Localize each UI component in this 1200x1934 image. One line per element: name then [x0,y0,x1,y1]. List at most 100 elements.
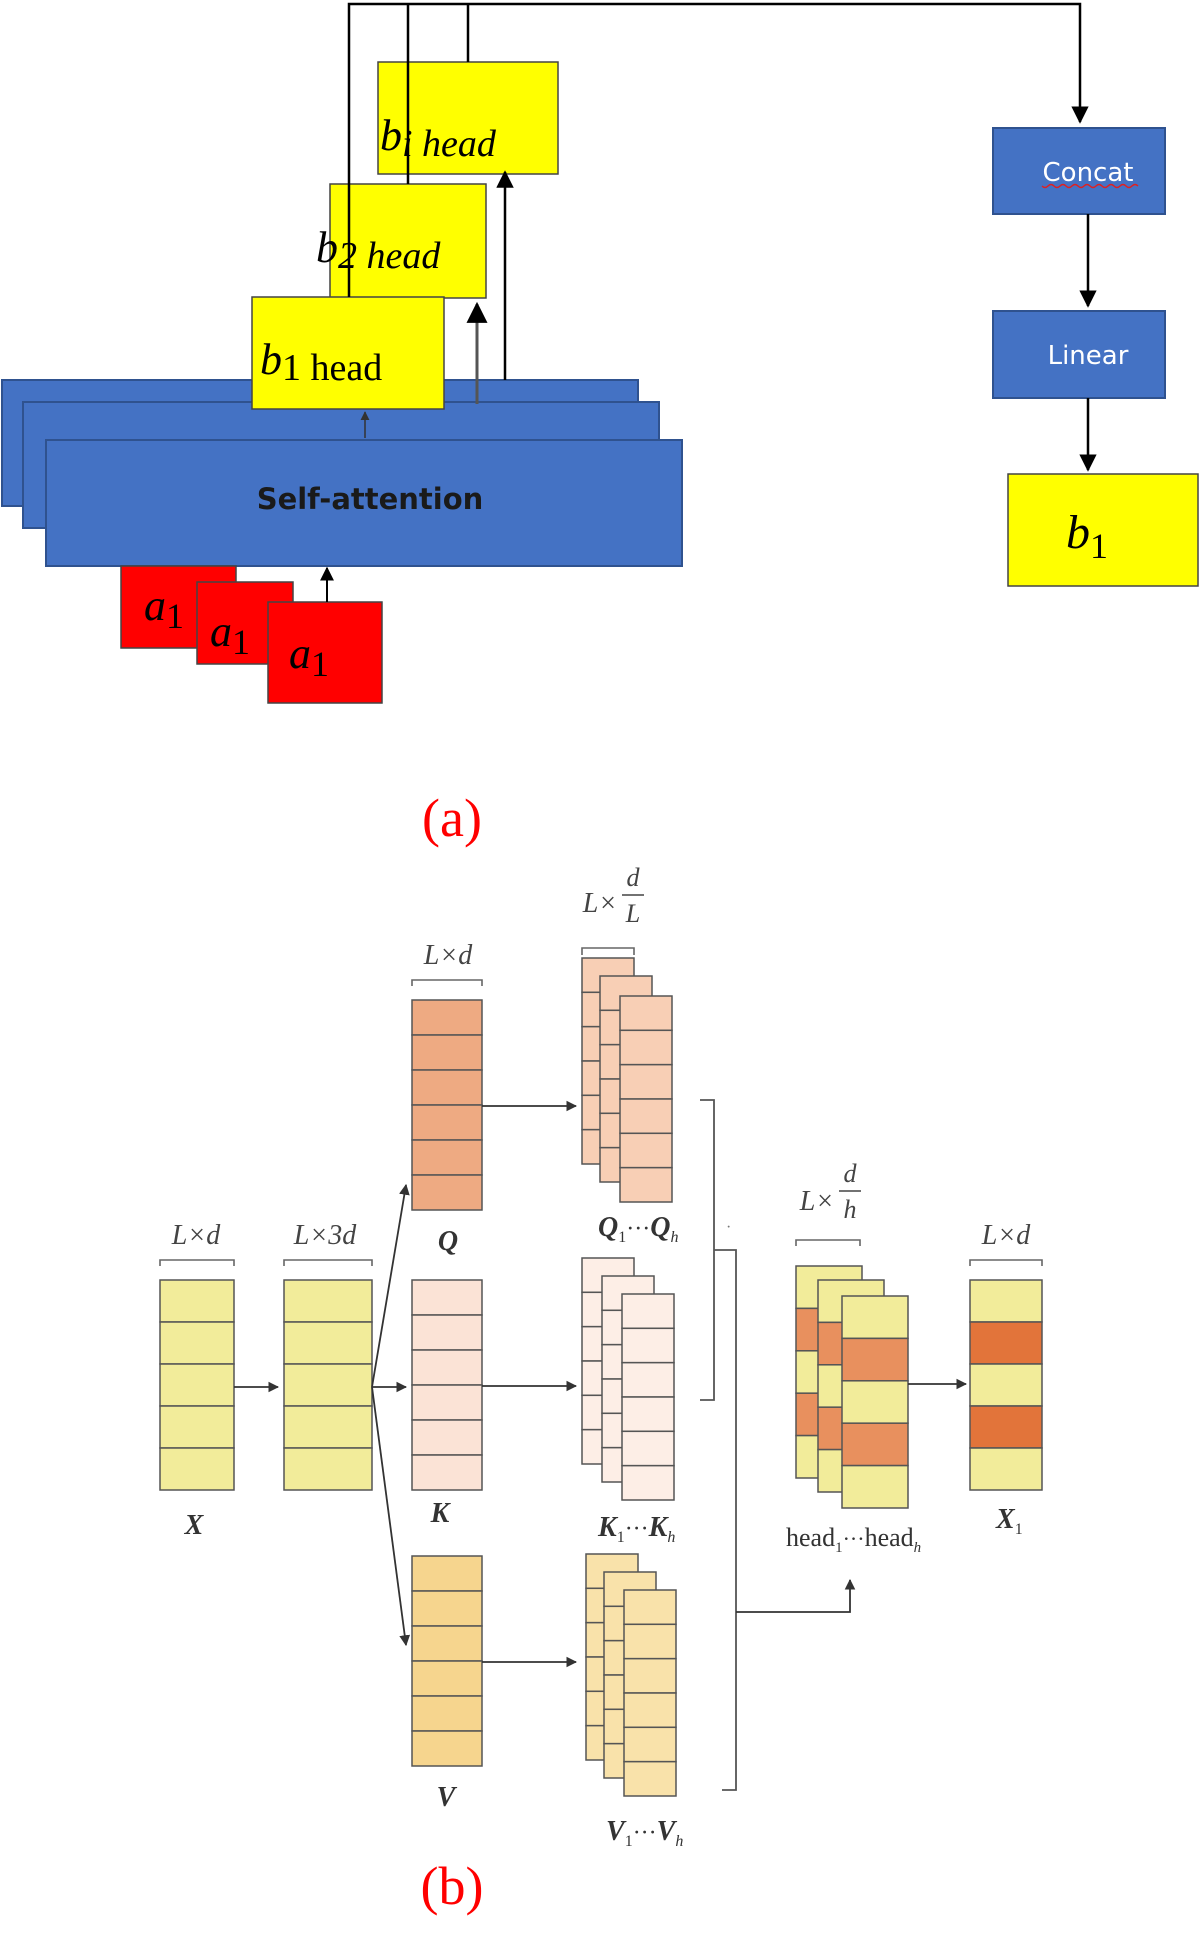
concat-label: Concat [1043,158,1134,188]
matrix-q [411,999,483,1211]
matrix-v-cell [411,1695,483,1732]
spellcheck-underline [1041,183,1139,189]
matrix-head-3-cell [841,1337,909,1382]
matrix-out-cell [969,1405,1043,1449]
matrix-x-cell [159,1405,235,1449]
dim-label-split-num: d [627,863,641,892]
matrix-k-split-3-cell [621,1327,675,1364]
matrix-out [969,1279,1043,1491]
brace-out [969,1259,1043,1266]
matrix-q-cell [411,999,483,1036]
matrix-q-cell [411,1139,483,1176]
matrix-head-3-cell [841,1422,909,1467]
matrix-q-cell [411,1034,483,1071]
input-label-2: a1 [210,607,250,662]
brace-split [581,947,635,955]
label-heads: head1···headh [786,1523,921,1556]
output-label: b1 [1066,506,1108,566]
matrix-head-3-cell [841,1295,909,1340]
label-k-split: K1···Kh [597,1512,675,1546]
matrix-qkv-cell [283,1447,373,1491]
head-label-i: bi head [380,111,497,165]
linear-box [992,310,1166,399]
matrix-out-cell [969,1279,1043,1323]
matrix-x [159,1279,235,1491]
matrix-k-cell [411,1349,483,1386]
matrix-q-split-3-cell [619,1166,673,1203]
linear-label: Linear [1048,341,1129,371]
matrix-k-split-3-cell [621,1293,675,1330]
matrix-q-cell [411,1174,483,1211]
matrix-v-cell [411,1625,483,1662]
matrix-x-cell [159,1321,235,1365]
bracket-v [714,1249,737,1791]
label-v-split: V1···Vh [606,1816,683,1850]
brace-x [159,1259,235,1266]
matrix-v-cell [411,1590,483,1627]
matrix-head-3-cell [841,1464,909,1509]
self-attention-label: Self-attention [257,482,484,516]
arrow-qkv-to-q [371,1183,410,1388]
dim-label-q: L×d [423,940,473,971]
matrix-v [411,1555,483,1767]
head-label-1: b1 head [260,335,382,389]
matrix-qkv-cell [283,1363,373,1407]
dim-label-qkv: L×3d [293,1220,357,1251]
matrix-qkv-cell [283,1321,373,1365]
brace-q [411,979,483,986]
self-attention-block-front [45,439,683,567]
input-label-1: a1 [144,581,184,636]
matrix-v-cell [411,1660,483,1697]
dim-label-heads: L× [799,1186,834,1217]
arrow-to-heads [736,1578,856,1613]
small-dot-mark: · [726,1219,731,1236]
matrix-v-cell [411,1730,483,1767]
dim-label-heads-den: h [844,1195,857,1224]
matrix-k-cell [411,1314,483,1351]
output-box [1007,473,1199,587]
matrix-k-cell [411,1384,483,1421]
matrix-q-split-3-cell [619,1132,673,1169]
head-label-2: b2 head [316,223,441,277]
panel-b: L×d L×3d L×d L× d L L× d h L×d · X [159,863,1043,1916]
head-box-1 [251,296,445,410]
matrix-k [411,1279,483,1491]
matrix-v-split-3-cell [623,1657,677,1694]
dim-label-x: L×d [171,1220,221,1251]
label-q-split: Q1···Qh [598,1212,678,1246]
matrix-v-split-3 [623,1589,677,1797]
matrix-qkv [283,1279,373,1491]
label-q: Q [438,1226,458,1257]
concat-box [992,127,1166,215]
matrix-k-cell [411,1419,483,1456]
arrow-qkv-to-v [371,1386,411,1647]
matrix-qkv-cell [283,1405,373,1449]
label-v: V [437,1782,458,1813]
dim-label-out: L×d [981,1220,1031,1251]
matrix-k-split-3-cell [621,1464,675,1501]
matrix-k-split-3 [621,1293,675,1501]
bracket-qk [700,1099,715,1401]
label-x: X [184,1510,205,1541]
head-box-2 [329,183,487,299]
matrix-v-split-3-cell [623,1726,677,1763]
dim-label-split: L× [582,888,617,919]
matrix-v-split-3-cell [623,1589,677,1626]
matrix-k-split-3-cell [621,1396,675,1433]
matrix-v-split-3-cell [623,1760,677,1797]
matrix-k-split-3-cell [621,1430,675,1467]
matrix-x-cell [159,1363,235,1407]
matrix-out-cell [969,1321,1043,1365]
matrix-q-cell [411,1104,483,1141]
brace-heads [795,1239,861,1246]
panel-a: Self-attention bi head b2 head b1 head a… [1,2,1199,848]
matrix-q-split-3-cell [619,1098,673,1135]
bus-line-head-1 [347,2,1089,297]
matrix-qkv-cell [283,1279,373,1323]
matrix-q-cell [411,1069,483,1106]
matrix-k-split-3-cell [621,1361,675,1398]
dim-label-split-den: L [625,899,640,928]
matrix-q-split-3 [619,995,673,1203]
matrix-k-cell [411,1454,483,1491]
matrix-q-split-3-cell [619,995,673,1032]
